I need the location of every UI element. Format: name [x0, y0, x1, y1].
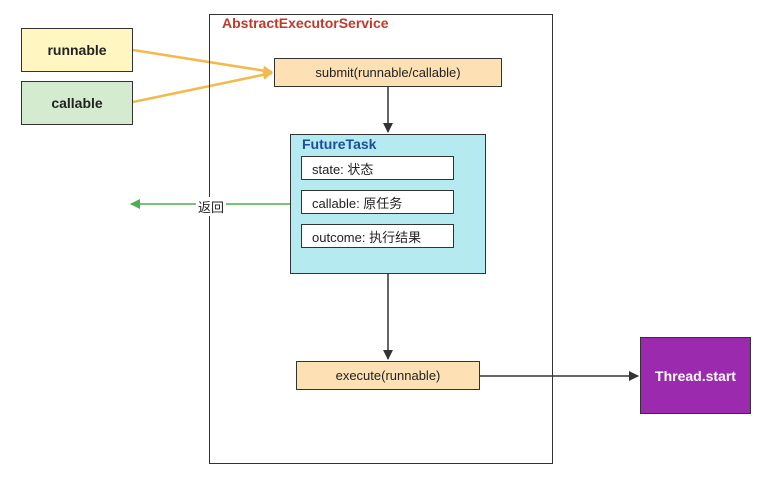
- return-label: 返回: [196, 197, 227, 216]
- futuretask-field-state: state: 状态: [301, 156, 454, 180]
- runnable-to-submit-arrow: [132, 48, 273, 76]
- abstract-executor-service-container: [209, 14, 553, 464]
- futuretask-field-outcome: outcome: 执行结果: [301, 224, 454, 248]
- futuretask-field-callable: callable: 原任务: [301, 190, 454, 214]
- execute-method-box: execute(runnable): [296, 361, 480, 390]
- callable-box: callable: [21, 81, 133, 125]
- submit-method-box: submit(runnable/callable): [274, 58, 502, 87]
- runnable-box: runnable: [21, 28, 133, 72]
- container-title: AbstractExecutorService: [222, 15, 389, 31]
- thread-start-box: Thread.start: [640, 337, 751, 414]
- callable-to-submit-arrow: [132, 69, 273, 104]
- futuretask-title: FutureTask: [302, 136, 377, 152]
